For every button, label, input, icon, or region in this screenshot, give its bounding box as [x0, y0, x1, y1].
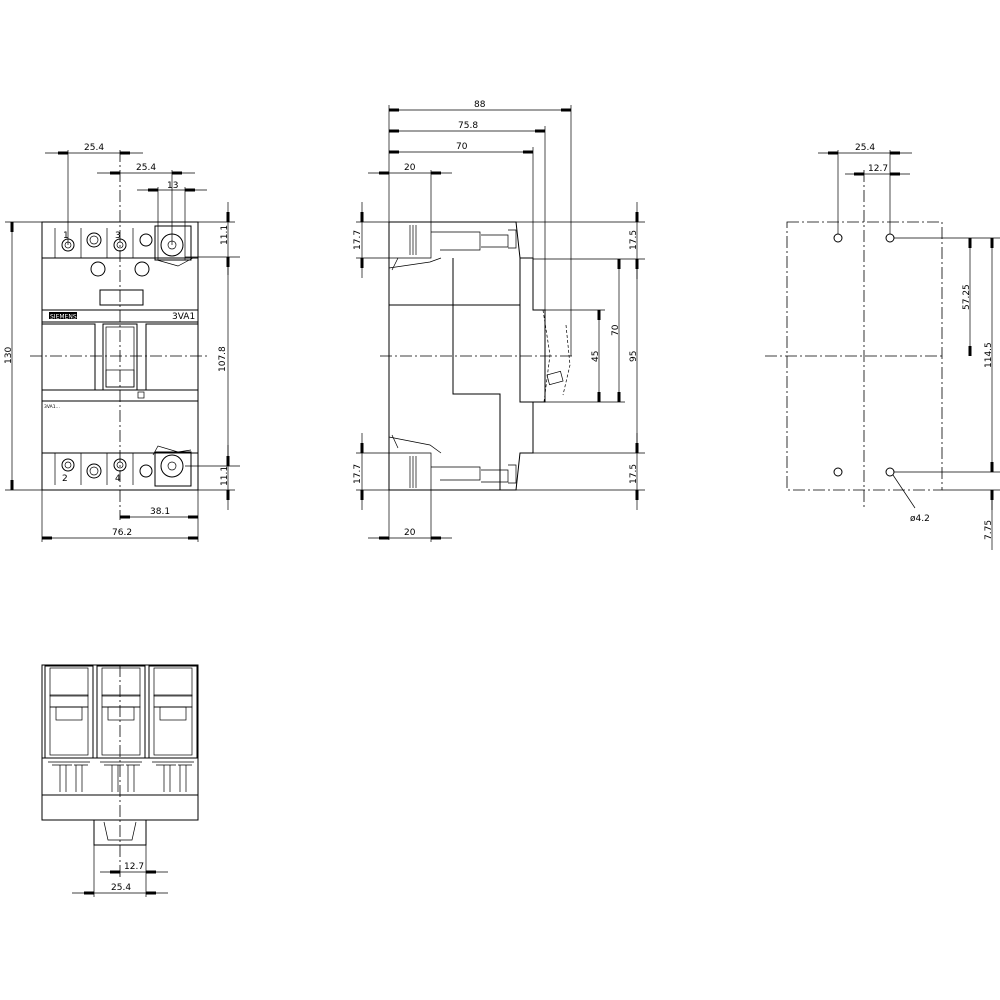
dim-hole-distance: 114.5 — [984, 342, 994, 368]
mounting-dimensions: 25.4 12.7 57.25 114.5 7.75 ø4.2 — [818, 143, 1000, 550]
mounting-hole — [885, 233, 895, 243]
terminal-label-1: 1 — [63, 231, 69, 241]
mounting-hole — [90, 261, 106, 277]
dim-front-height: 95 — [629, 351, 639, 362]
brand-label: SIEMENS — [50, 314, 77, 321]
dim-terminal-right-bottom: 17.5 — [629, 464, 639, 484]
terminal-label-4: 4 — [115, 474, 121, 484]
dim-terminal-depth-top: 20 — [404, 163, 416, 173]
dim-depth-total: 88 — [474, 100, 486, 110]
dim-terminal-left-top: 17.7 — [353, 230, 363, 250]
indicator-window — [99, 289, 144, 306]
pole-2 — [96, 665, 146, 792]
bottom-view: 12.7 25.4 — [41, 664, 199, 897]
dim-terminal-left-bottom: 17.7 — [353, 464, 363, 484]
side-dimensions: 88 75.8 70 20 20 17.7 17.7 — [353, 100, 645, 542]
dim-pitch-top: 25.4 — [84, 143, 104, 153]
dim-terminal-height-bottom: 11.1 — [220, 466, 230, 486]
front-view: 1 3 SIEMENS 3VA1 3VA1... — [4, 143, 240, 542]
bottom-dimensions: 12.7 25.4 — [72, 845, 168, 897]
dim-handle-height: 45 — [591, 351, 601, 362]
dim-edge-offset: 7.75 — [984, 520, 994, 540]
dim-terminal-height-top: 11.1 — [220, 225, 230, 245]
dim-depth-front: 70 — [456, 142, 468, 152]
handle-glyph — [546, 370, 564, 386]
mounting-hole — [833, 467, 843, 477]
mounting-hole — [134, 261, 150, 277]
dim-terminal-depth-bottom: 20 — [404, 528, 416, 538]
mounting-hole — [833, 233, 843, 243]
dim-pitch-mid: 25.4 — [136, 163, 156, 173]
terminal-label-2: 2 — [62, 474, 68, 484]
terminal-label-3: 3 — [115, 231, 121, 241]
model-label: 3VA1 — [172, 312, 195, 322]
dim-terminal-width: 13 — [167, 181, 178, 191]
dim-half-hole-distance: 57.25 — [962, 284, 972, 310]
dim-terminal-right-top: 17.5 — [629, 230, 639, 250]
side-view: 88 75.8 70 20 20 17.7 17.7 — [353, 100, 645, 542]
dim-hole-pitch: 25.4 — [855, 143, 875, 153]
dim-width: 25.4 — [111, 883, 131, 893]
dim-half-width: 38.1 — [150, 507, 170, 517]
dim-height: 130 — [4, 347, 14, 364]
front-dimensions: 25.4 25.4 13 130 11.1 — [4, 143, 240, 542]
dim-hole-diameter: ø4.2 — [910, 514, 930, 524]
dim-hole-offset: 12.7 — [868, 164, 888, 174]
pole-3 — [148, 665, 198, 792]
type-label: 3VA1... — [44, 404, 60, 410]
dim-offset: 12.7 — [124, 862, 144, 872]
mounting-hole-view: 25.4 12.7 57.25 114.5 7.75 ø4.2 — [765, 143, 1000, 550]
pole-1 — [44, 665, 94, 792]
brand-logo — [49, 312, 77, 319]
mounting-hole — [885, 467, 895, 477]
dim-cover-height: 70 — [611, 324, 621, 336]
dim-depth-handle: 75.8 — [458, 121, 478, 131]
dim-width: 76.2 — [112, 528, 132, 538]
dim-hole-spacing: 107.8 — [218, 346, 228, 372]
